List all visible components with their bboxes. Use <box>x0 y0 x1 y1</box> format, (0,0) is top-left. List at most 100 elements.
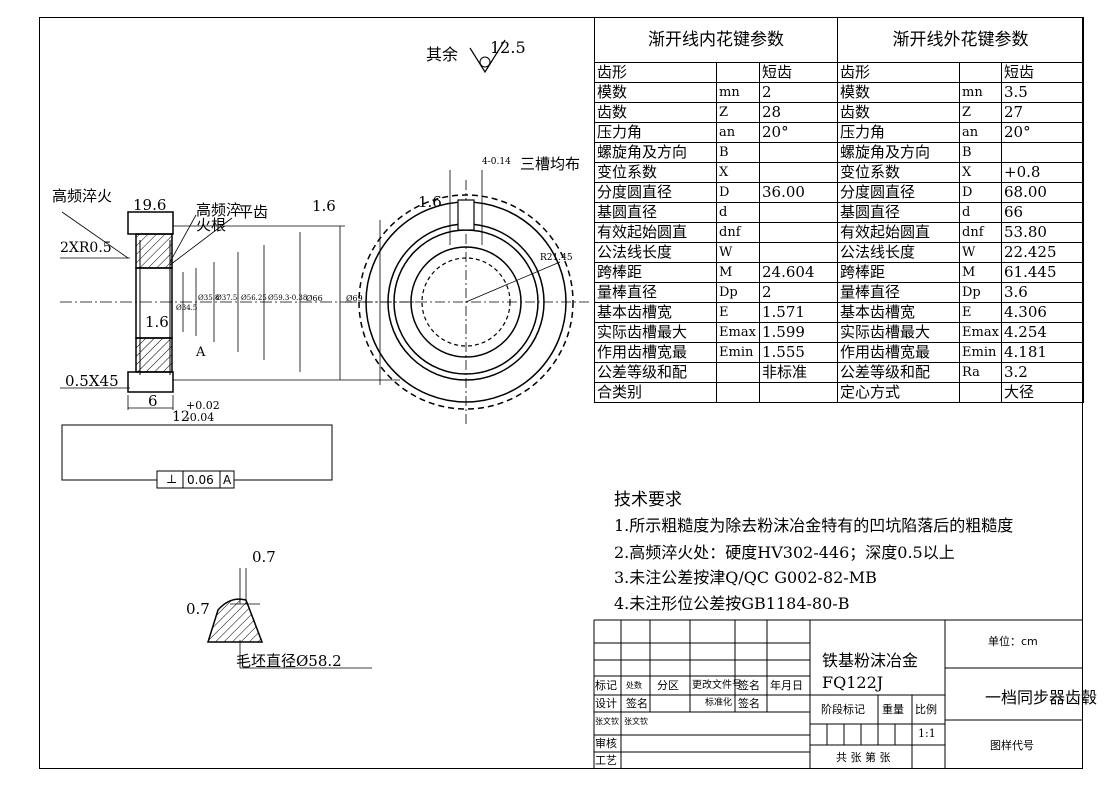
spline-table-row: 合类别定心方式大径 <box>594 382 1084 403</box>
spline-table-cell: 基本齿槽宽 <box>837 302 960 323</box>
spline-table-cell: 20° <box>1001 122 1084 143</box>
spline-table-cell: 跨棒距 <box>837 262 960 283</box>
label-dim-6: 6 <box>148 392 158 410</box>
label-chamfer2: 0.5X45 <box>65 372 119 390</box>
spline-table-cell: 3.2 <box>1001 362 1084 383</box>
spline-table-cell: 4.254 <box>1001 322 1084 343</box>
fcf-frame <box>156 470 235 489</box>
spline-table-cell: +0.8 <box>1001 162 1084 183</box>
spline-table-cell: 公法线长度 <box>837 242 960 263</box>
tech-req-item-4: 4.未注形位公差按GB1184-80-B <box>614 594 850 613</box>
scale-value: 1:1 <box>918 727 936 740</box>
label-ra-gear: 1.6 <box>418 193 442 211</box>
spline-table-row: 齿形短齿齿形短齿 <box>594 62 1084 83</box>
spline-table-cell: 24.604 <box>759 262 838 283</box>
spline-table-cell: 大径 <box>1001 382 1084 403</box>
fcf-datum: A <box>223 473 232 487</box>
label-dim-59: Ø59.3-0.38 <box>268 294 308 302</box>
tech-req-item-1: 1.所示粗糙度为除去粉沫冶金特有的凹坑陷落后的粗糙度 <box>614 516 1014 535</box>
fcf-value: 0.06 <box>187 473 214 487</box>
label-slot-tol: 4-0.14 <box>482 157 511 167</box>
label-tol-up: +0.02 <box>186 399 220 412</box>
design: 设计 <box>595 697 617 710</box>
weight: 重量 <box>882 703 904 716</box>
process: 工艺 <box>595 754 617 767</box>
standardization: 标准化 <box>705 698 733 708</box>
spline-table-cell: 定心方式 <box>837 382 960 403</box>
hdr-date: 年月日 <box>770 679 803 692</box>
spline-table-cell: 齿形 <box>837 62 960 83</box>
spline-table-cell: 公法线长度 <box>594 242 717 263</box>
hdr-mark: 标记 <box>595 679 617 692</box>
spline-table-cell: 68.00 <box>1001 182 1084 203</box>
detail-blank-dia: 毛坯直径Ø58.2 <box>236 652 342 670</box>
spline-table-cell: 分度圆直径 <box>594 182 717 203</box>
roughness-symbol <box>469 39 506 74</box>
spline-table-cell: Emax <box>716 322 760 343</box>
spline-table-cell: 4.181 <box>1001 342 1084 363</box>
label-dim-66: Ø66 <box>306 294 323 303</box>
hdr-sign: 签名 <box>738 679 760 692</box>
spline-table-cell: 基本齿槽宽 <box>594 302 717 323</box>
gear-view <box>345 170 590 425</box>
label-tol-low: -0.04 <box>186 411 215 424</box>
material: 铁基粉沫冶金FQ122J <box>822 651 919 693</box>
tech-req-item-3: 3.未注公差按津Q/QC G002-82-MB <box>614 568 877 587</box>
roughness-note-value: 12.5 <box>490 38 526 57</box>
spline-table-cell: 53.80 <box>1001 222 1084 243</box>
label-dim-34: Ø34.5 <box>176 304 198 312</box>
spline-table-cell: 公差等级和配 <box>837 362 960 383</box>
spline-table-cell: Dp <box>959 282 1002 303</box>
label-chamfer: 2XR0.5 <box>60 240 112 256</box>
label-dim-37: Ø37.5 <box>216 294 238 302</box>
stage-mark: 阶段标记 <box>821 703 865 716</box>
drawing-no-label: 图样代号 <box>990 739 1034 752</box>
review: 审核 <box>595 737 617 750</box>
label-dim-56: Ø56.25 <box>241 294 267 302</box>
scale: 比例 <box>915 703 937 716</box>
label-hf-quench: 高频淬火 <box>52 187 113 205</box>
spline-table-cell: 公差等级和配 <box>594 362 717 383</box>
spline-table-cell: 螺旋角及方向 <box>594 142 717 163</box>
cross-section <box>60 211 420 393</box>
hdr-count: 处数 <box>626 681 642 690</box>
sign-2: 签名 <box>738 697 760 710</box>
detail-dim-b: 0.7 <box>186 600 210 618</box>
label-flat-tooth: 平齿 <box>238 203 269 221</box>
part-name: 一档同步器齿毂 <box>985 688 1098 707</box>
outer-spline-title: 渐开线外花键参数 <box>837 17 1084 63</box>
label-r: R21.45 <box>540 253 573 263</box>
hdr-change: 更改文件号 <box>692 680 742 691</box>
spline-table-cell: 非标准 <box>759 362 838 383</box>
label-slot-note: 三槽均布 <box>520 155 581 173</box>
spline-table-cell: 作用齿槽宽最 <box>837 342 960 363</box>
detail-dim-a: 0.7 <box>252 548 276 566</box>
dimension-lines <box>60 211 400 410</box>
label-datum: A <box>196 345 206 360</box>
label-ra-left: 1.6 <box>145 313 169 331</box>
sheet-count: 共 张 第 张 <box>836 751 891 764</box>
spline-table-cell: 基圆直径 <box>837 202 960 223</box>
spline-table-cell: 66 <box>1001 202 1084 223</box>
roughness-circle <box>479 56 491 68</box>
spline-table-cell: 基圆直径 <box>594 202 717 223</box>
label-dim-196: 19.6 <box>133 196 167 214</box>
spline-table-cell: 量棒直径 <box>837 282 960 303</box>
tech-req-item-2: 2.高频淬火处：硬度HV302-446；深度0.5以上 <box>614 543 955 562</box>
label-dim-69: Ø69 <box>346 294 363 303</box>
person-2: 张文钦 <box>624 717 648 726</box>
label-width-dim: 12 <box>172 409 190 425</box>
detail-view <box>206 568 372 669</box>
